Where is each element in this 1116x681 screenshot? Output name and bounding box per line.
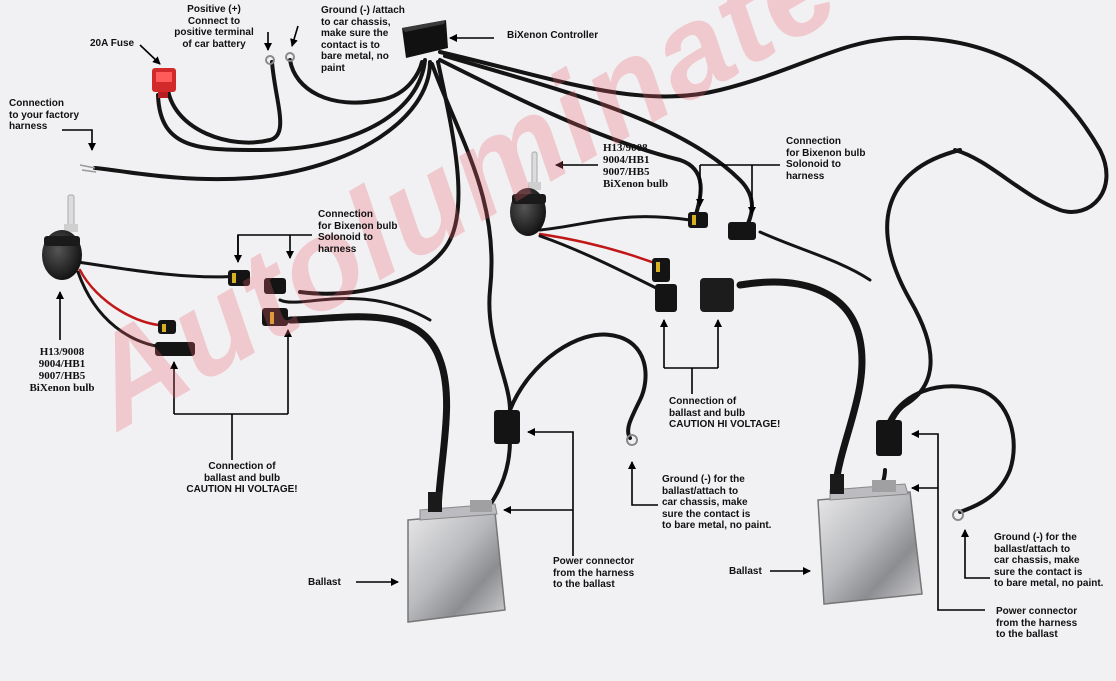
bixenon-controller	[402, 20, 448, 58]
label-power-right: Power connector from the harness to the …	[996, 606, 1078, 640]
ring-terminal-mid	[626, 434, 638, 446]
label-ballast-bulb-right: Connection of ballast and bulb CAUTION H…	[669, 396, 781, 430]
ring-terminals-top	[265, 52, 295, 65]
connector-seals	[162, 215, 696, 332]
label-ballast-bulb-left: Connection of ballast and bulb CAUTION H…	[186, 461, 298, 495]
label-controller: BiXenon Controller	[507, 30, 599, 41]
label-factory-harness: Connection to your factory harness	[9, 98, 80, 132]
label-ballast-left: Ballast	[308, 577, 341, 588]
label-ground-mid: Ground (-) for the ballast/attach to car…	[662, 474, 772, 531]
ballast-left	[407, 492, 506, 623]
bulb-left	[42, 194, 82, 280]
label-bulb-right: H13/9008 9004/HB1 9007/HB5 BiXenon bulb	[603, 142, 669, 190]
label-positive: Positive (+) Connect to positive termina…	[174, 4, 254, 50]
fuse	[152, 68, 176, 98]
label-solenoid-left: Connection for Bixenon bulb Solonoid to …	[318, 209, 398, 255]
ballast-right	[817, 474, 923, 605]
label-fuse: 20A Fuse	[90, 38, 135, 49]
label-ground-top: Ground (-) /attach to car chassis, make …	[321, 5, 405, 74]
label-ground-right: Ground (-) for the ballast/attach to car…	[994, 532, 1104, 589]
label-power-left: Power connector from the harness to the …	[553, 556, 635, 590]
label-ballast-right: Ballast	[729, 566, 762, 577]
factory-harness-pins	[79, 164, 97, 173]
bulb-right	[510, 151, 546, 236]
connectors	[155, 212, 902, 456]
label-solenoid-right: Connection for Bixenon bulb Solonoid to …	[786, 136, 866, 182]
label-bulb-left: H13/9008 9004/HB1 9007/HB5 BiXenon bulb	[29, 346, 95, 394]
ring-terminal-right	[952, 509, 964, 521]
callout-lines	[56, 25, 990, 611]
